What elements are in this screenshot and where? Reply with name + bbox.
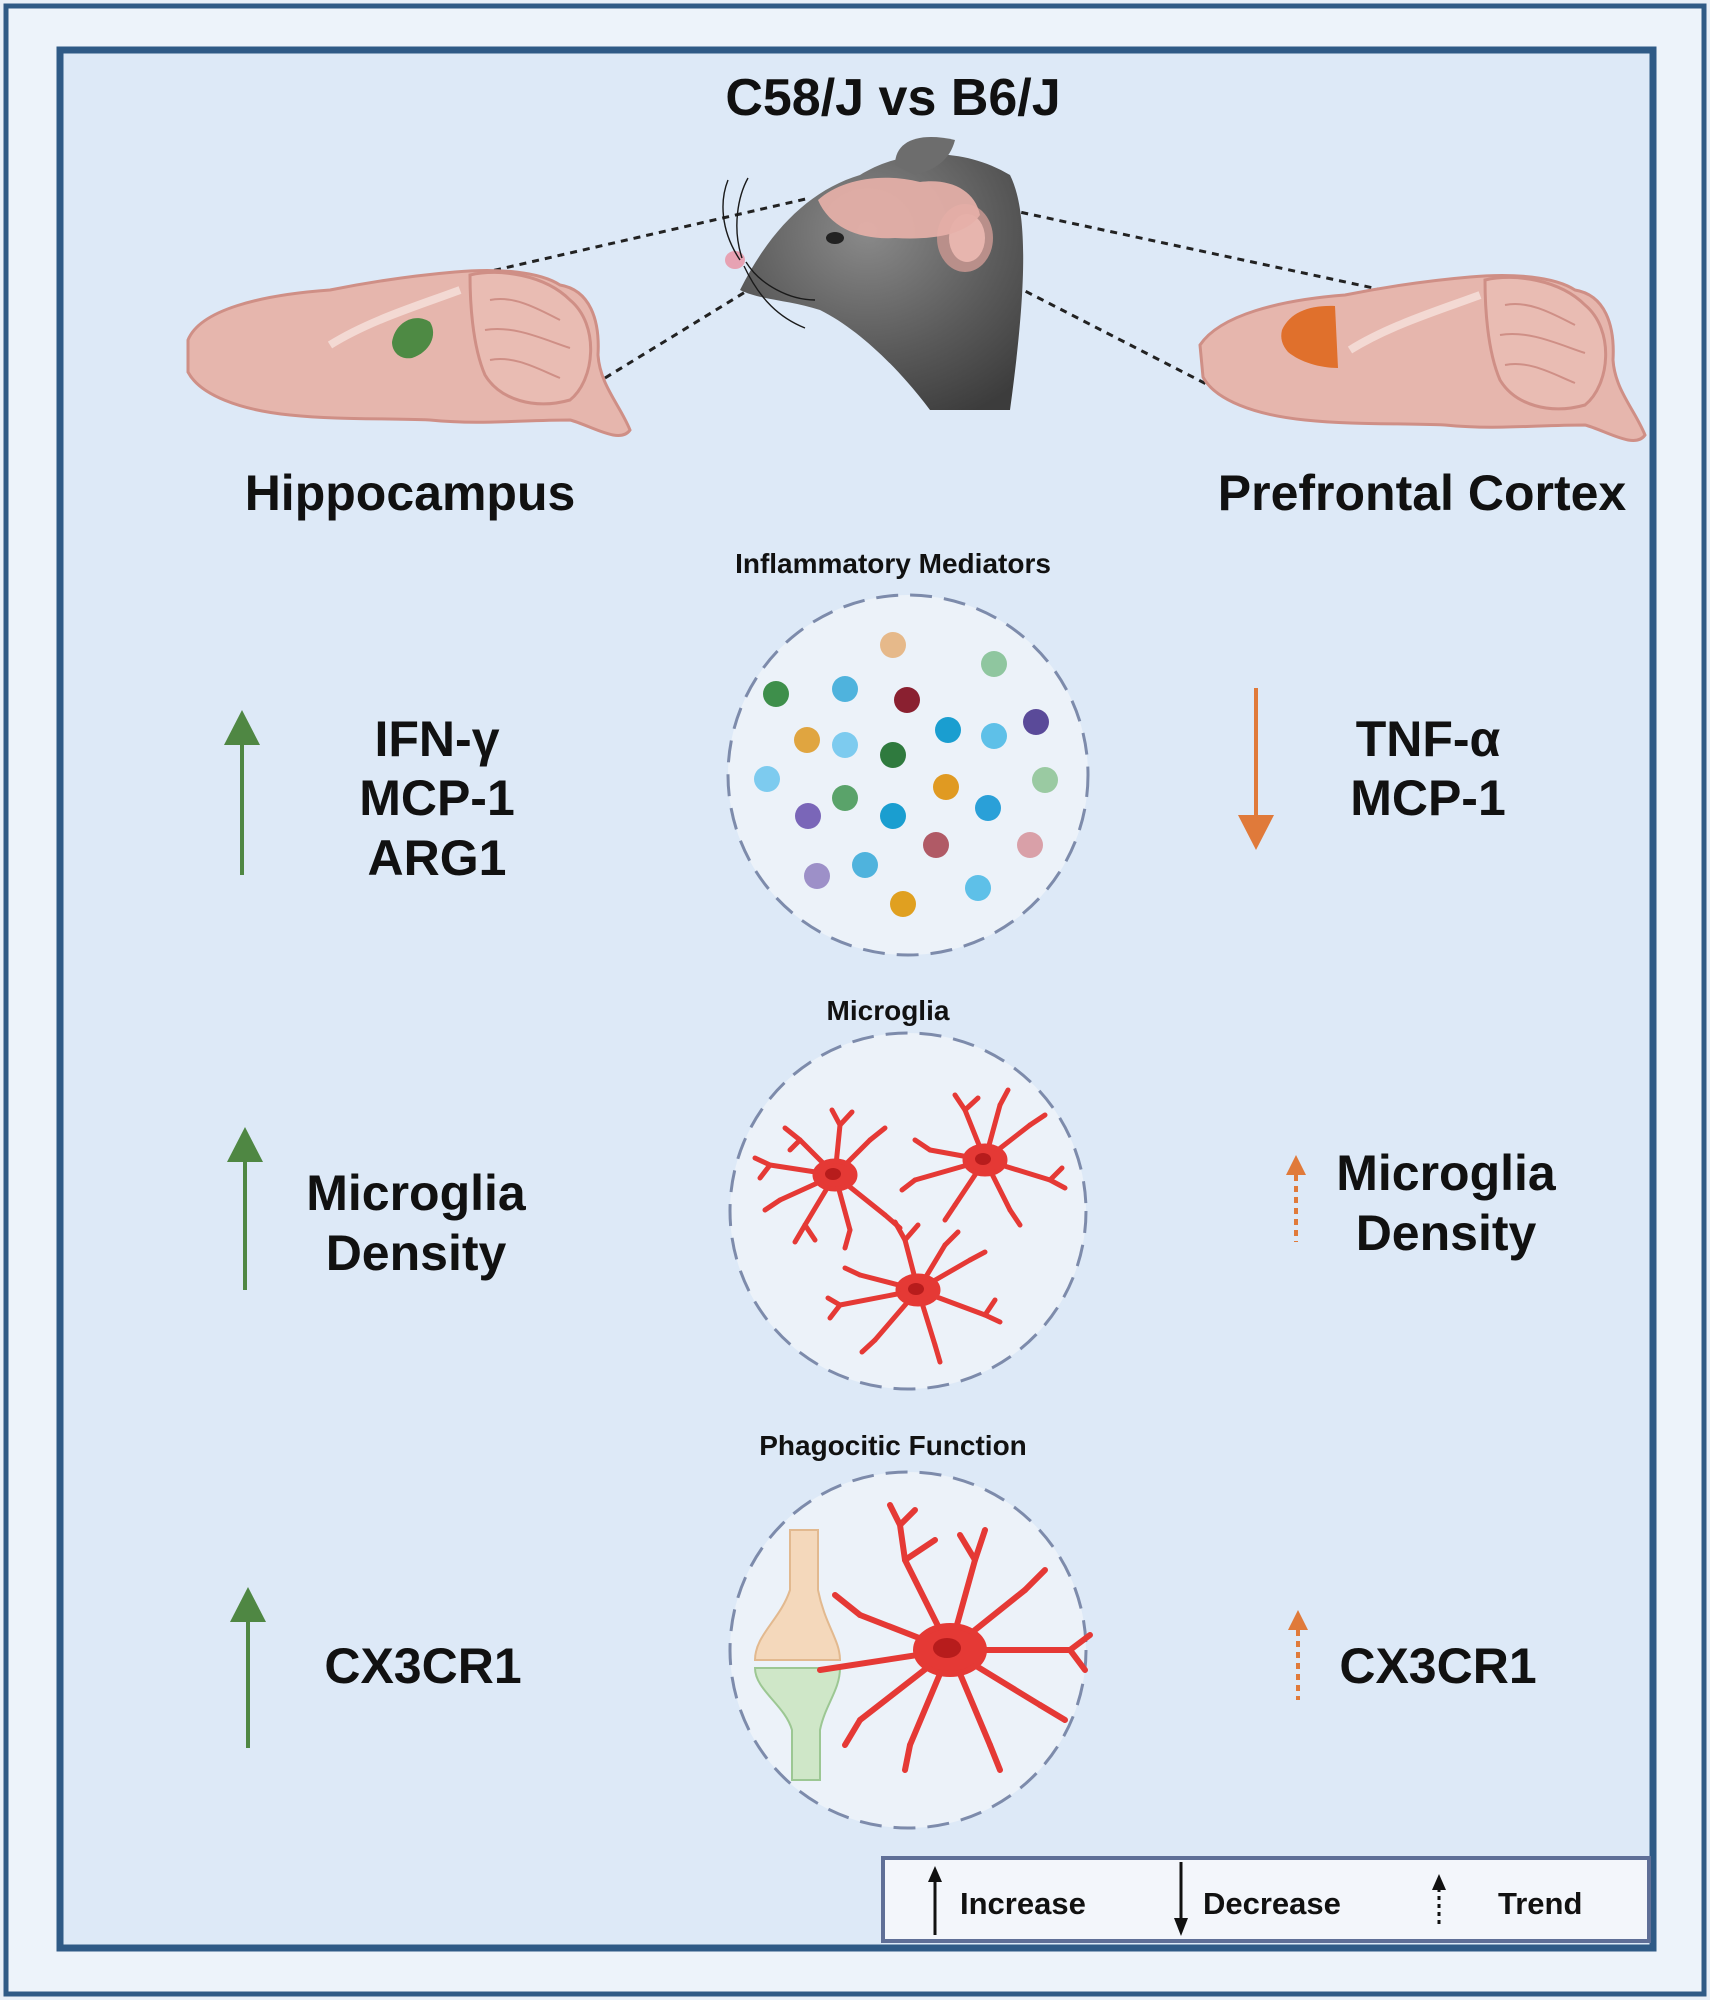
mediator-left-line-3: ARG1	[368, 830, 507, 886]
phagocytic-microglia-cell	[817, 1502, 1093, 1773]
microglia-left-line-1: Microglia	[306, 1165, 527, 1221]
trend-arrow-microglia-right	[1286, 1155, 1306, 1242]
legend-trend-arrow-icon	[1432, 1874, 1446, 1928]
figure-title: C58/J vs B6/J	[725, 69, 1060, 127]
section-heading-phagocitic: Phagocitic Function	[759, 1430, 1027, 1461]
legend-decrease-label: Decrease	[1203, 1886, 1341, 1921]
mediator-particles	[754, 632, 1058, 917]
legend-decrease-arrow-icon	[1174, 1862, 1188, 1936]
microglia-cells	[752, 1087, 1068, 1365]
mediator-right-line-2: MCP-1	[1350, 770, 1506, 826]
region-label-left: Hippocampus	[245, 465, 576, 521]
hippocampus-brain-illustration	[186, 269, 632, 437]
mouse-head-illustration	[722, 137, 1024, 410]
trend-arrow-cx3cr1-right	[1288, 1610, 1308, 1700]
section-heading-inflammatory: Inflammatory Mediators	[735, 548, 1051, 579]
increase-arrow-mediators-left	[224, 710, 260, 875]
legend: Increase Decrease Trend	[881, 1856, 1651, 1943]
mediator-right-line-1: TNF-α	[1356, 711, 1501, 767]
microglia-right-line-2: Density	[1356, 1205, 1537, 1261]
microglia-right-line-1: Microglia	[1336, 1145, 1557, 1201]
legend-trend-label: Trend	[1498, 1886, 1582, 1921]
microglia-left-line-2: Density	[326, 1225, 507, 1281]
legend-increase-arrow-icon	[928, 1866, 942, 1935]
cx3cr1-right-label: CX3CR1	[1339, 1638, 1536, 1694]
legend-box	[881, 1856, 1651, 1943]
decrease-arrow-mediators-right	[1238, 688, 1274, 850]
mediator-left-line-1: IFN-γ	[375, 711, 500, 767]
prefrontal-cortex-brain-illustration	[1198, 274, 1647, 442]
legend-increase-label: Increase	[960, 1886, 1086, 1921]
microglia-circle	[728, 1031, 1088, 1391]
cx3cr1-left-label: CX3CR1	[324, 1638, 521, 1694]
increase-arrow-microglia-left	[227, 1127, 263, 1290]
mediator-left-line-2: MCP-1	[359, 770, 515, 826]
increase-arrow-cx3cr1-left	[230, 1587, 266, 1748]
section-heading-microglia: Microglia	[827, 995, 950, 1026]
synapse-illustration	[753, 1529, 842, 1781]
region-label-right: Prefrontal Cortex	[1218, 465, 1627, 521]
